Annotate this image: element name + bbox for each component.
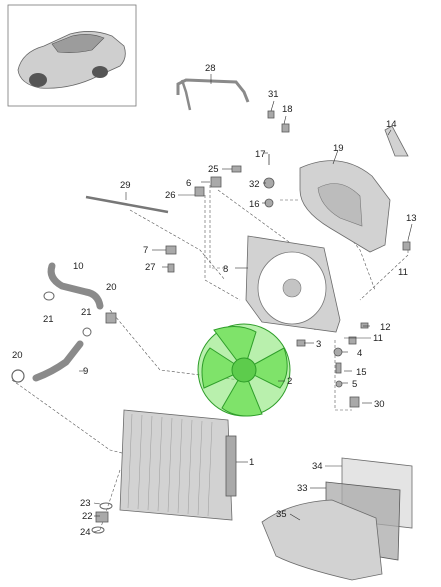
callout-4: 4 bbox=[357, 348, 362, 359]
cooling-fan bbox=[197, 323, 291, 417]
callout-27: 27 bbox=[145, 262, 156, 273]
callout-12: 12 bbox=[380, 322, 391, 333]
callout-32: 32 bbox=[249, 179, 260, 190]
callout-9: 9 bbox=[83, 366, 88, 377]
callout-16: 16 bbox=[249, 199, 260, 210]
callout-29: 29 bbox=[120, 180, 131, 191]
callout-18: 18 bbox=[282, 104, 293, 115]
upper-hose bbox=[47, 262, 104, 310]
callout-21b: 21 bbox=[81, 307, 92, 318]
callout-14: 14 bbox=[386, 119, 397, 130]
callout-15: 15 bbox=[356, 367, 367, 378]
air-duct-assembly bbox=[261, 457, 413, 581]
callout-26: 26 bbox=[165, 190, 176, 201]
leader-lines bbox=[79, 74, 413, 533]
callout-labels: 1 2 3 4 5 6 7 8 9 10 11 11 12 13 14 15 1… bbox=[12, 63, 417, 538]
callout-3: 3 bbox=[316, 339, 321, 350]
callout-20b: 20 bbox=[12, 350, 23, 361]
callout-17: 17 bbox=[255, 149, 266, 160]
callout-30: 30 bbox=[374, 399, 385, 410]
callout-7: 7 bbox=[143, 245, 148, 256]
callout-21a: 21 bbox=[43, 314, 54, 325]
callout-20a: 20 bbox=[106, 282, 117, 293]
callout-6: 6 bbox=[186, 178, 191, 189]
callout-5: 5 bbox=[352, 379, 357, 390]
callout-23: 23 bbox=[80, 498, 91, 509]
callout-24: 24 bbox=[80, 527, 91, 538]
callout-19: 19 bbox=[333, 143, 344, 154]
callout-28: 28 bbox=[205, 63, 216, 74]
callout-1: 1 bbox=[249, 457, 254, 468]
rod bbox=[85, 195, 169, 214]
small-fasteners bbox=[165, 110, 411, 408]
radiator bbox=[119, 409, 237, 521]
callout-34: 34 bbox=[312, 461, 323, 472]
callout-35: 35 bbox=[276, 509, 287, 520]
callout-10: 10 bbox=[73, 261, 84, 272]
callout-31: 31 bbox=[268, 89, 279, 100]
vehicle-thumbnail bbox=[7, 4, 137, 107]
callout-25: 25 bbox=[208, 164, 219, 175]
callout-11a: 11 bbox=[398, 267, 408, 278]
callout-11b: 11 bbox=[373, 333, 383, 344]
callout-22: 22 bbox=[82, 511, 93, 522]
callout-8: 8 bbox=[223, 264, 228, 275]
lower-hose bbox=[32, 340, 84, 382]
callout-2: 2 bbox=[287, 376, 292, 387]
callout-13: 13 bbox=[406, 213, 417, 224]
callout-33: 33 bbox=[297, 483, 308, 494]
